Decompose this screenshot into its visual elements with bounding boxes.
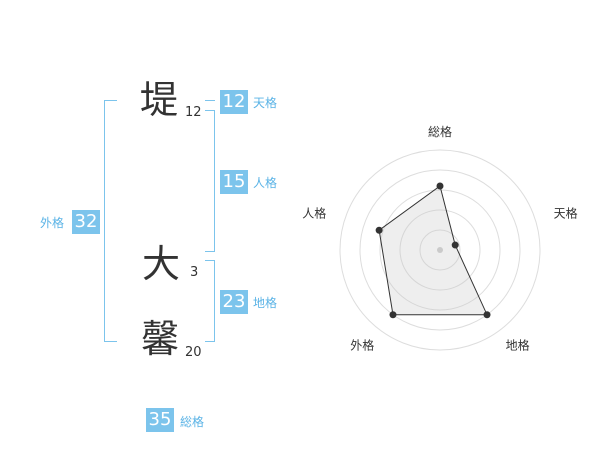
radar-grid-ring [419, 229, 461, 271]
soukaku-value: 35 [146, 408, 174, 432]
gaikaku-value: 32 [72, 210, 100, 234]
name-char-3: 馨 [141, 317, 180, 361]
soukaku-label: 総格 [180, 415, 205, 429]
name-char-2: 大 [142, 242, 181, 286]
radar-point-1 [436, 182, 444, 190]
radar-grid-ring [379, 189, 501, 311]
radar-axis-label-2: 天格 [554, 206, 578, 221]
radar-point-2 [451, 241, 459, 249]
gaikaku-label: 外格 [40, 216, 65, 230]
radar-point-3 [483, 311, 491, 319]
stroke-count-3: 20 [185, 345, 202, 360]
tenkaku-value: 12 [220, 90, 248, 114]
radar-axis-label-5: 人格 [302, 206, 326, 221]
radar-axis-label-3: 地格 [506, 337, 530, 352]
bracket-chikaku [205, 260, 215, 342]
radar-axis-label-4: 外格 [350, 337, 374, 352]
radar-point-5 [375, 226, 383, 234]
stroke-count-1: 12 [185, 105, 202, 120]
radar-grid-ring [339, 149, 541, 351]
radar-point-4 [389, 311, 397, 319]
tenkaku-label: 天格 [253, 96, 278, 110]
radar-axis-label-1: 総格 [428, 124, 452, 139]
radar-grid-ring [359, 169, 521, 331]
name-char-1: 堤 [140, 78, 179, 122]
bracket-outer [104, 100, 117, 342]
bracket-tenkaku [205, 100, 215, 101]
chikaku-value: 23 [220, 290, 248, 314]
radar-center-dot [437, 247, 443, 253]
jinkaku-value: 15 [220, 170, 248, 194]
chikaku-label: 地格 [253, 296, 278, 310]
bracket-jinkaku [205, 110, 215, 252]
jinkaku-label: 人格 [253, 176, 278, 190]
stroke-count-2: 3 [190, 265, 199, 280]
radar-grid-ring [399, 209, 481, 291]
radar-series-area [378, 185, 488, 316]
